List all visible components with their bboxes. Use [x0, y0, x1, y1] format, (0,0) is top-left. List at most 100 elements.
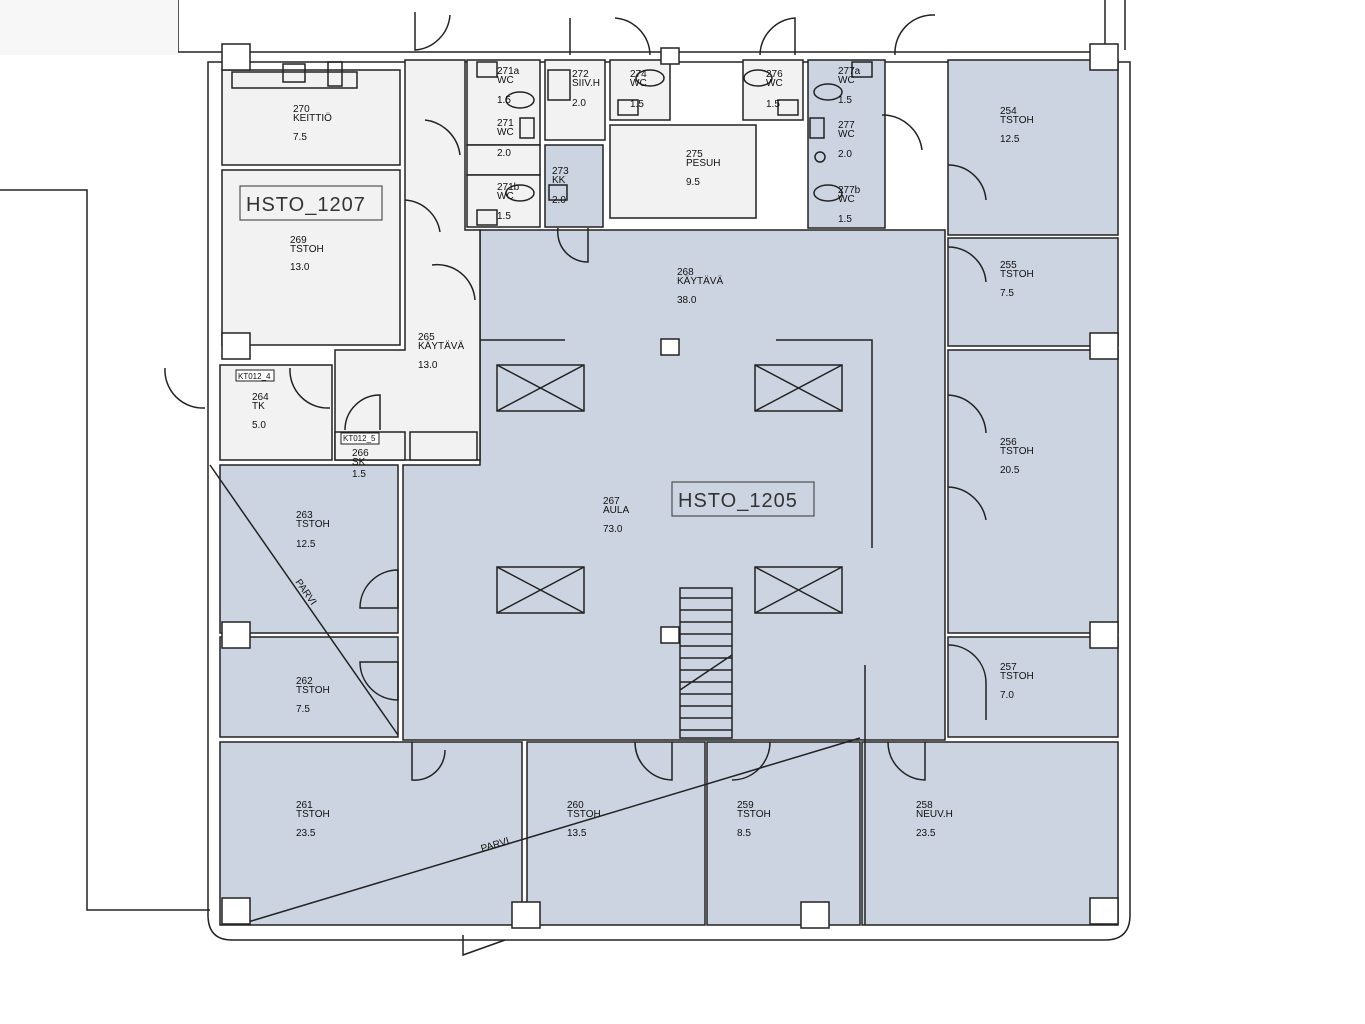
room-area: 1.5 [352, 469, 366, 480]
room-area: 1.5 [766, 99, 780, 110]
room-no: 274 [630, 69, 647, 80]
room-area: 13.0 [418, 360, 438, 371]
room-area: 2.0 [572, 98, 586, 109]
room-no: 266 [352, 448, 369, 459]
stair [679, 587, 733, 739]
room-no: 262 [296, 676, 313, 687]
room-type: AULA [603, 505, 629, 516]
room-area: 73.0 [603, 524, 623, 535]
room-type: TSTOH [567, 809, 601, 820]
tag-kt012-4: KT012_4 [238, 372, 271, 381]
room-type: PESUH [686, 158, 720, 169]
room-type: TSTOH [296, 685, 330, 696]
room-type: TSTOH [1000, 671, 1034, 682]
room-area: 23.5 [916, 828, 936, 839]
room-no: 271a [497, 66, 520, 77]
room-area: 1.5 [838, 95, 852, 106]
room-area: 20.5 [1000, 465, 1020, 476]
room-area: 1.5 [838, 214, 852, 225]
surroundings [0, 0, 1126, 911]
room-area: 7.0 [1000, 690, 1014, 701]
room-type: WC [630, 78, 647, 89]
zone-label: HSTO_1205 [678, 490, 798, 512]
room-type: TSTOH [290, 244, 324, 255]
small-tags: KT012_4 KT012_5 [235, 369, 380, 445]
columns [221, 43, 1119, 929]
room-no: 277a [838, 66, 861, 77]
room-type: WC [838, 129, 855, 140]
room-no: 271b [497, 182, 520, 193]
building-outline [207, 61, 1131, 941]
tag-kt012-5: KT012_5 [343, 434, 376, 443]
room-area: 13.5 [567, 828, 587, 839]
room-no: 254 [1000, 106, 1017, 117]
room-area: 13.0 [290, 262, 310, 273]
room-no: 267 [603, 496, 620, 507]
room-labels: 270KEITTIÖ7.5269TSTOH13.0265KÄYTÄVÄ13.02… [252, 66, 1034, 839]
partitions [209, 47, 873, 925]
room-no: 270 [293, 104, 310, 115]
room-no: 269 [290, 235, 307, 246]
room-type: WC [497, 127, 514, 138]
room-type: WC [838, 194, 855, 205]
room-area: 1.5 [630, 99, 644, 110]
room-type: TSTOH [296, 519, 330, 530]
zone-tag-hsto-1205: HSTO_1205 [671, 481, 815, 517]
room-no: 259 [737, 800, 754, 811]
room-area: 12.5 [1000, 134, 1020, 145]
room-area: 12.5 [296, 539, 316, 550]
room-type: TSTOH [1000, 446, 1034, 457]
room-type: KÄYTÄVÄ [418, 340, 464, 352]
room-area: 7.5 [296, 704, 310, 715]
room-area: 1.5 [497, 95, 511, 106]
room-no: 256 [1000, 437, 1017, 448]
room-area: 7.5 [293, 132, 307, 143]
room-no: 264 [252, 392, 269, 403]
room-no: 265 [418, 332, 435, 343]
room-type: WC [838, 75, 855, 86]
room-no: 257 [1000, 662, 1017, 673]
room-area: 8.5 [737, 828, 751, 839]
room-type: SIIV.H [572, 78, 600, 89]
room-no: 271 [497, 118, 514, 129]
room-area: 2.0 [497, 148, 511, 159]
room-no: 261 [296, 800, 313, 811]
room-area: 5.0 [252, 420, 266, 431]
room-type: WC [766, 78, 783, 89]
skylights [496, 364, 843, 614]
room-no: 268 [677, 267, 694, 278]
sanitary-fixtures [282, 61, 873, 226]
room-no: 275 [686, 149, 703, 160]
room-type: WC [497, 75, 514, 86]
room-no: 276 [766, 69, 783, 80]
room-no: 277b [838, 185, 861, 196]
room-type: TSTOH [296, 809, 330, 820]
room-area: 2.0 [838, 149, 852, 160]
room-type: NEUV.H [916, 809, 953, 820]
room-type: KK [552, 175, 566, 186]
room-type: KEITTIÖ [293, 112, 332, 124]
